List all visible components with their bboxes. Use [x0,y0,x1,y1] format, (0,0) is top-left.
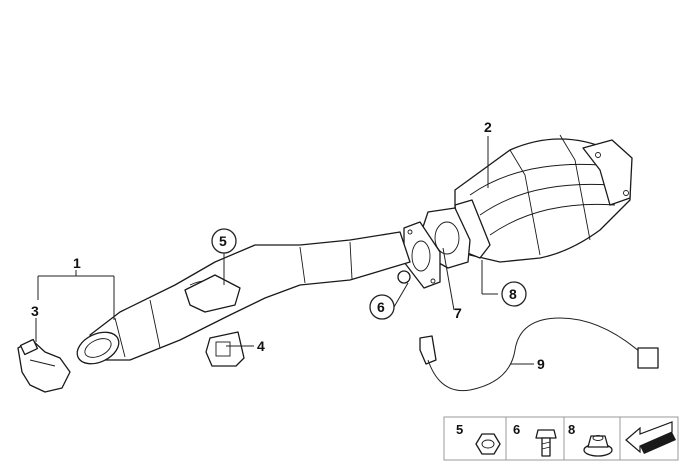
callout-6-circle: 6 [369,294,395,320]
callout-5-circle: 5 [211,228,237,254]
nut-icon [475,433,501,455]
legend-label-8: 8 [568,422,575,437]
callout-8-circle: 8 [501,281,527,307]
front-exhaust-pipe [76,231,411,365]
catalytic-converter [454,134,633,263]
oxygen-sensor [397,270,659,392]
bolt-icon [535,429,557,457]
callout-5: 5 [219,233,227,249]
legend-label-6: 6 [513,422,520,437]
pipe-clamp [17,338,71,393]
callout-6: 6 [377,299,385,315]
legend-label-5: 5 [456,422,463,437]
callout-7: 7 [454,305,462,321]
leader-lines [35,136,534,365]
callout-4: 4 [257,338,265,354]
arrow-icon [625,421,676,454]
callout-1: 1 [73,255,81,271]
callout-2: 2 [484,119,492,135]
pipe-flange [403,221,441,289]
callout-9: 9 [537,356,545,372]
flange-nut-icon [583,435,613,457]
rubber-mount [205,331,245,367]
callout-3: 3 [31,303,39,319]
small-parts-legend: 5 6 8 [443,416,679,461]
callout-8: 8 [509,286,517,302]
